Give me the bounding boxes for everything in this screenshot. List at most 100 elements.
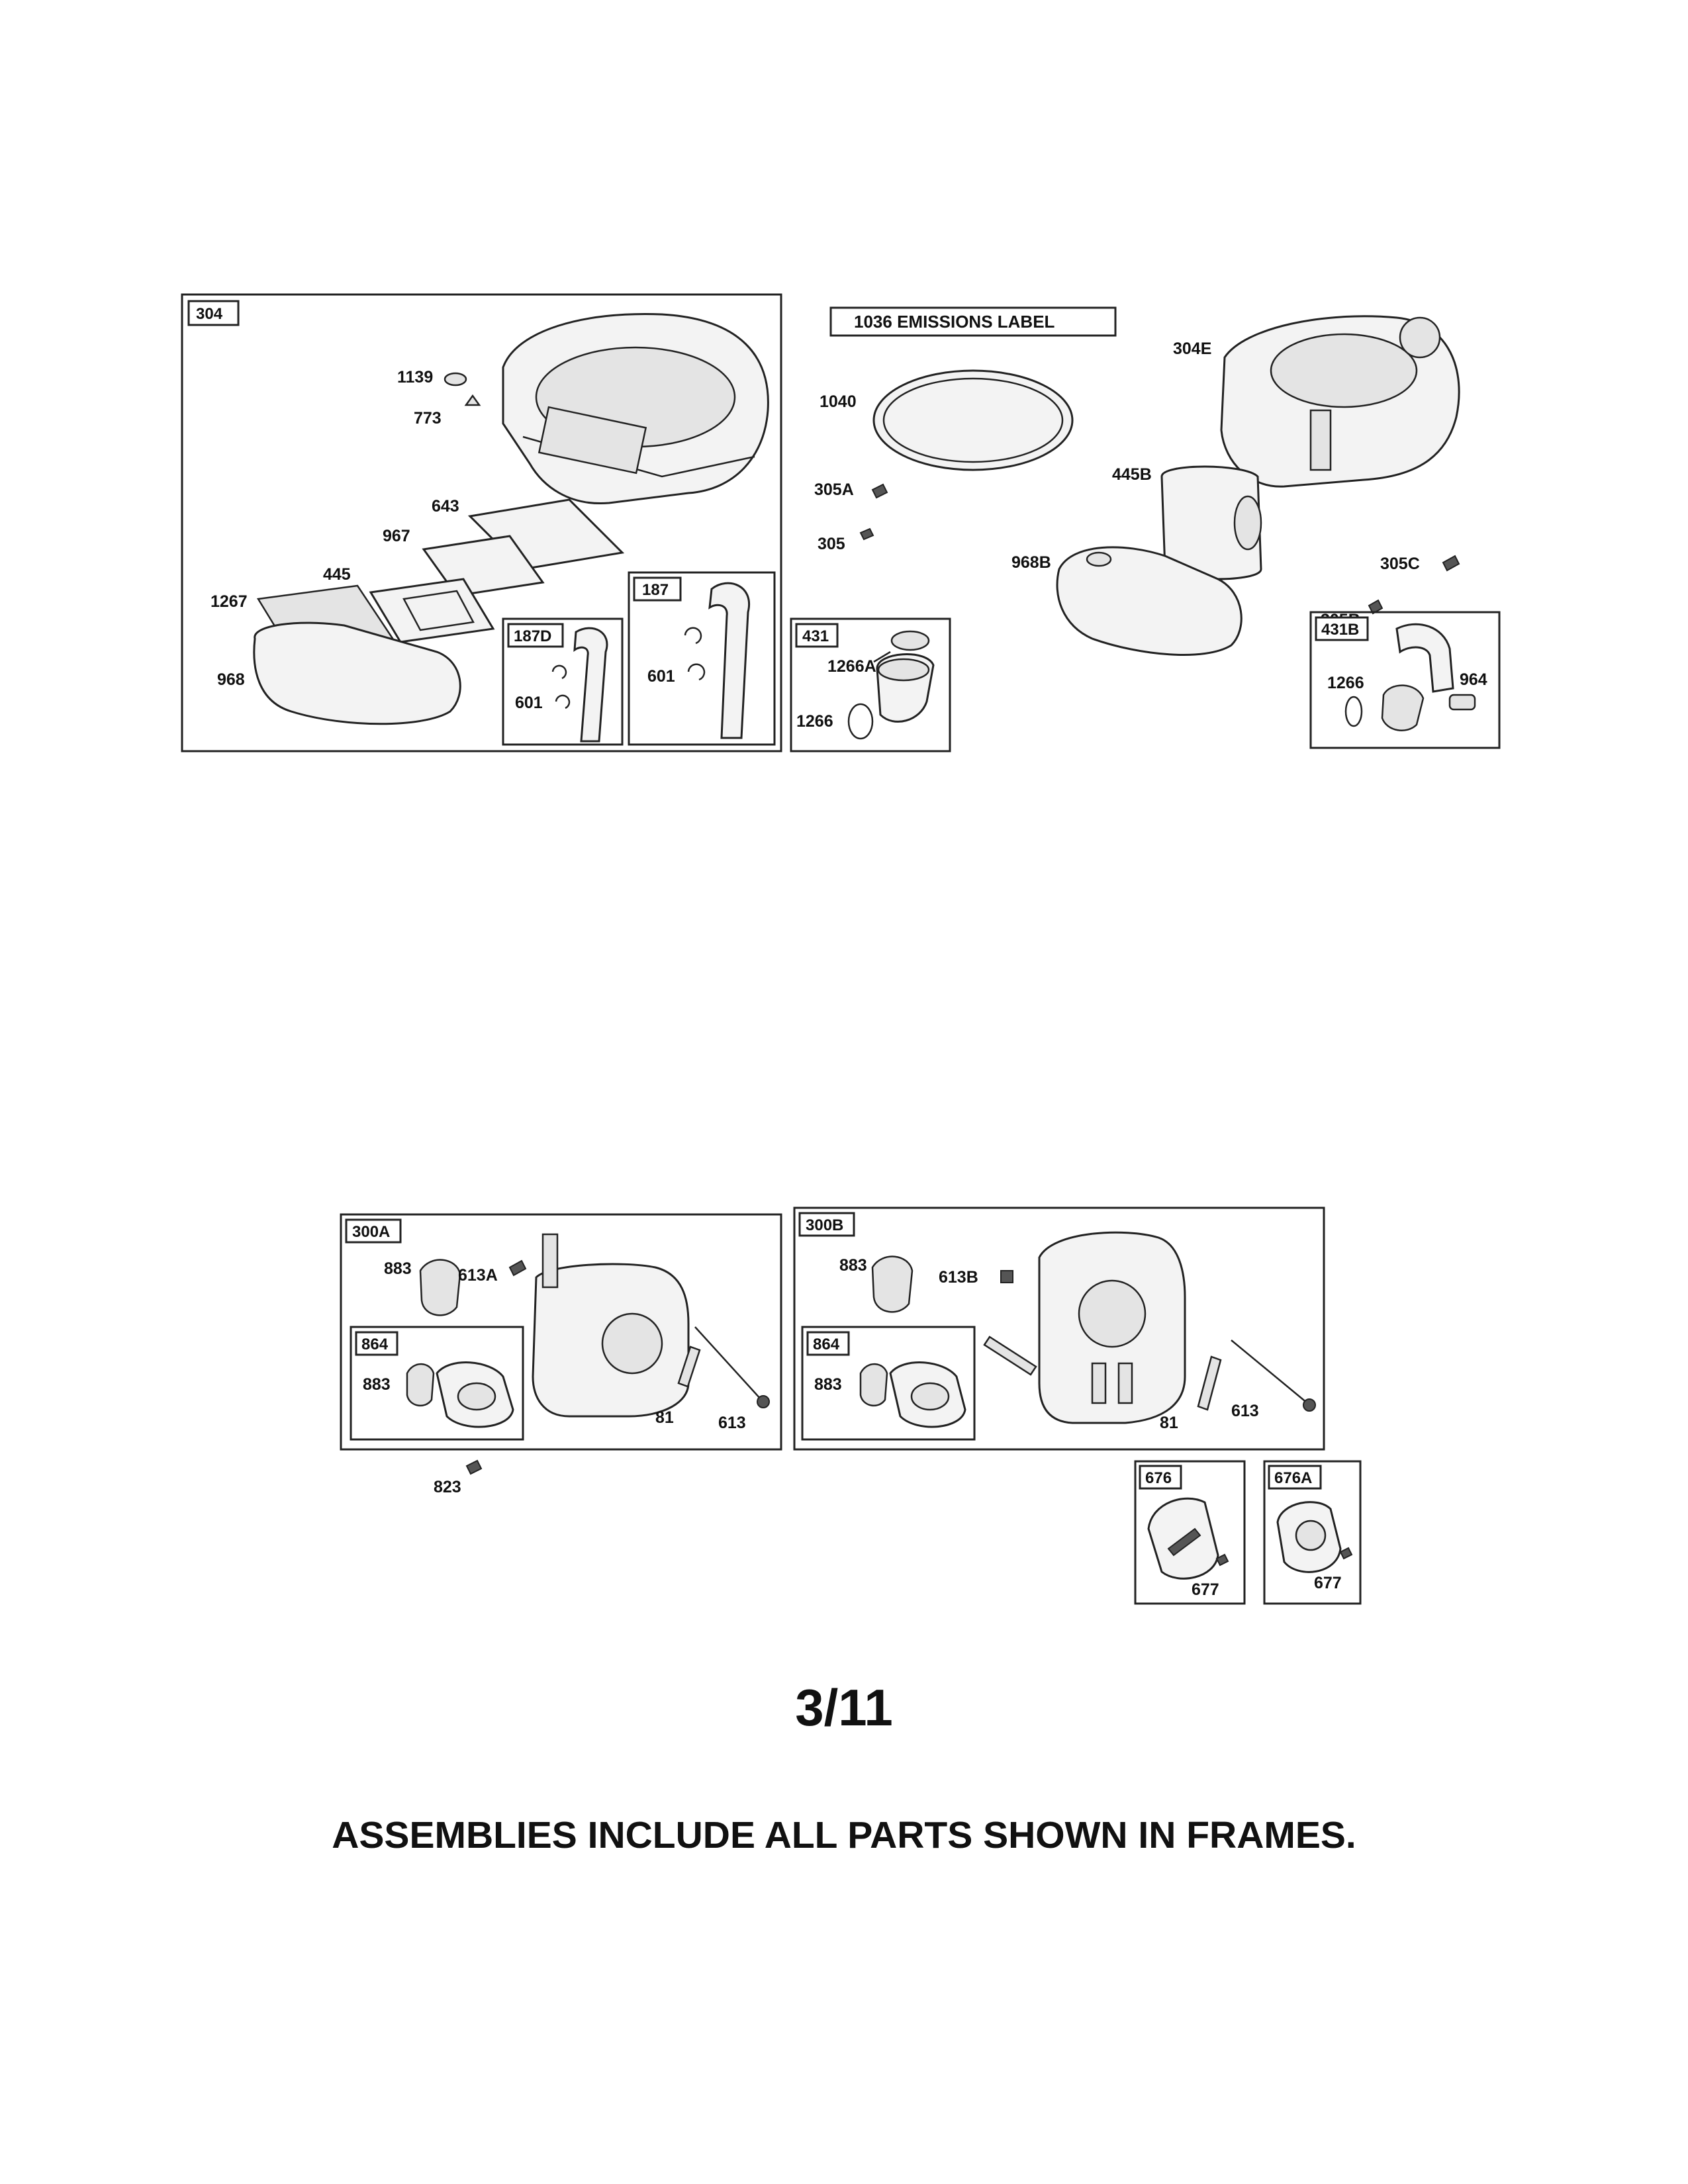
gasket-883c-part bbox=[871, 1255, 914, 1313]
frame-864b: 864 883 bbox=[801, 1326, 976, 1441]
blower-housing-part bbox=[502, 312, 769, 505]
label-1266: 1266 bbox=[796, 712, 833, 731]
screw-305A-part bbox=[871, 483, 888, 499]
stud-773-part bbox=[464, 394, 481, 406]
frame-tag-431B: 431B bbox=[1321, 621, 1359, 639]
label-305: 305 bbox=[818, 535, 845, 553]
bolt-613b-part bbox=[1231, 1340, 1316, 1412]
label-677a: 677 bbox=[1192, 1580, 1219, 1599]
gasket-883d-part bbox=[859, 1363, 888, 1407]
o-ring-1266b-part bbox=[1344, 696, 1363, 727]
breather-tube-187D-part bbox=[573, 627, 608, 743]
label-305C: 305C bbox=[1380, 555, 1420, 573]
label-883b: 883 bbox=[363, 1375, 391, 1394]
frame-864a: 864 883 bbox=[350, 1326, 524, 1441]
label-1139: 1139 bbox=[397, 368, 433, 387]
label-445: 445 bbox=[323, 565, 351, 584]
screw-305B-part bbox=[1368, 599, 1383, 615]
label-305A: 305A bbox=[814, 480, 854, 499]
label-643: 643 bbox=[432, 497, 459, 516]
breather-tube-187-part bbox=[708, 582, 751, 739]
muffler-300A-part bbox=[532, 1233, 690, 1418]
frame-tag-300B: 300B bbox=[806, 1216, 843, 1234]
elbow-431-part bbox=[876, 630, 935, 723]
frame-tag-187D: 187D bbox=[514, 627, 551, 645]
elbow-431B-part bbox=[1381, 623, 1454, 731]
page-number: 3/11 bbox=[795, 1678, 893, 1737]
screw-677a-part bbox=[1215, 1553, 1229, 1567]
frame-tag-864a: 864 bbox=[361, 1336, 389, 1353]
label-883a: 883 bbox=[384, 1259, 412, 1278]
adapter-864a-part bbox=[436, 1361, 514, 1428]
gasket-883a-part bbox=[419, 1259, 461, 1316]
deflector-676-part bbox=[1147, 1497, 1219, 1580]
emissions-label-box: 1036 EMISSIONS LABEL bbox=[829, 306, 1117, 337]
frame-431: 431 1266A 1266 bbox=[790, 617, 951, 752]
adapter-864b-part bbox=[889, 1361, 966, 1428]
screw-305-part bbox=[859, 527, 874, 541]
bracket-81a-part bbox=[677, 1345, 701, 1388]
frame-676: 676 677 bbox=[1134, 1460, 1246, 1605]
label-1266A: 1266A bbox=[827, 657, 876, 676]
screw-677b-part bbox=[1339, 1547, 1353, 1560]
frame-tag-187: 187 bbox=[642, 581, 669, 599]
frame-431B: 431B 1266 964 bbox=[1309, 611, 1501, 749]
frame-676A: 676A 677 bbox=[1263, 1460, 1362, 1605]
label-883d: 883 bbox=[814, 1375, 842, 1394]
screw-305C-part bbox=[1442, 555, 1460, 572]
label-304E: 304E bbox=[1173, 340, 1211, 358]
cover-968-part bbox=[253, 621, 461, 725]
deflector-676A-part bbox=[1276, 1501, 1342, 1573]
label-613b: 613 bbox=[1231, 1402, 1259, 1420]
filter-445-part bbox=[369, 578, 495, 643]
label-601: 601 bbox=[515, 694, 543, 712]
label-883c: 883 bbox=[839, 1256, 867, 1275]
cover-968B-part bbox=[1056, 546, 1243, 656]
clamp-601b-part bbox=[684, 627, 706, 681]
bracket-tab-300B-part bbox=[983, 1336, 1037, 1376]
label-613B: 613B bbox=[939, 1268, 978, 1287]
frame-tag-300A: 300A bbox=[352, 1223, 390, 1241]
label-677b: 677 bbox=[1314, 1574, 1342, 1592]
frame-tag-304: 304 bbox=[196, 305, 223, 323]
gasket-883b-part bbox=[406, 1363, 435, 1407]
label-968B: 968B bbox=[1011, 553, 1051, 572]
screw-613A-part bbox=[508, 1259, 527, 1277]
label-964: 964 bbox=[1460, 670, 1487, 689]
label-1267: 1267 bbox=[211, 592, 248, 611]
label-613a: 613 bbox=[718, 1414, 746, 1432]
label-613A: 613A bbox=[458, 1266, 498, 1285]
label-81b: 81 bbox=[1160, 1414, 1178, 1432]
bolt-613a-part bbox=[694, 1326, 770, 1408]
frame-300A: 300A 883 613A 81 613 bbox=[340, 1213, 782, 1451]
label-773: 773 bbox=[414, 409, 442, 428]
frame-tag-431: 431 bbox=[802, 627, 829, 645]
assemblies-footnote: ASSEMBLIES INCLUDE ALL PARTS SHOWN IN FR… bbox=[332, 1814, 1356, 1856]
o-ring-1266-part bbox=[847, 703, 874, 740]
frame-tag-864b: 864 bbox=[813, 1336, 840, 1353]
label-968: 968 bbox=[217, 670, 245, 689]
bracket-81b-part bbox=[1197, 1355, 1222, 1411]
frame-187D: 187D 601 bbox=[502, 617, 624, 746]
label-823: 823 bbox=[434, 1478, 461, 1496]
label-81a: 81 bbox=[655, 1408, 674, 1427]
clamp-601-part bbox=[551, 664, 571, 709]
label-967: 967 bbox=[383, 527, 410, 545]
frame-304: 304 1139 773 643 bbox=[181, 293, 782, 752]
label-601b: 601 bbox=[647, 667, 675, 686]
frame-tag-676A: 676A bbox=[1274, 1469, 1312, 1487]
muffler-300B-part bbox=[1038, 1231, 1186, 1424]
frame-tag-676: 676 bbox=[1145, 1469, 1172, 1487]
label-1040: 1040 bbox=[820, 392, 857, 411]
frame-187: 187 601 bbox=[628, 571, 776, 746]
screw-823-part bbox=[465, 1459, 483, 1475]
label-1266b: 1266 bbox=[1327, 674, 1364, 692]
ring-1040-part bbox=[872, 369, 1074, 471]
frame-300B: 300B 883 613B 81 613 bbox=[793, 1206, 1325, 1451]
emissions-label-text: 1036 EMISSIONS LABEL bbox=[854, 312, 1055, 332]
blower-housing-304E-part bbox=[1220, 315, 1460, 488]
seal-964-part bbox=[1448, 694, 1476, 711]
washer-1139-part bbox=[444, 372, 467, 387]
screw-613B-part bbox=[1000, 1270, 1013, 1283]
